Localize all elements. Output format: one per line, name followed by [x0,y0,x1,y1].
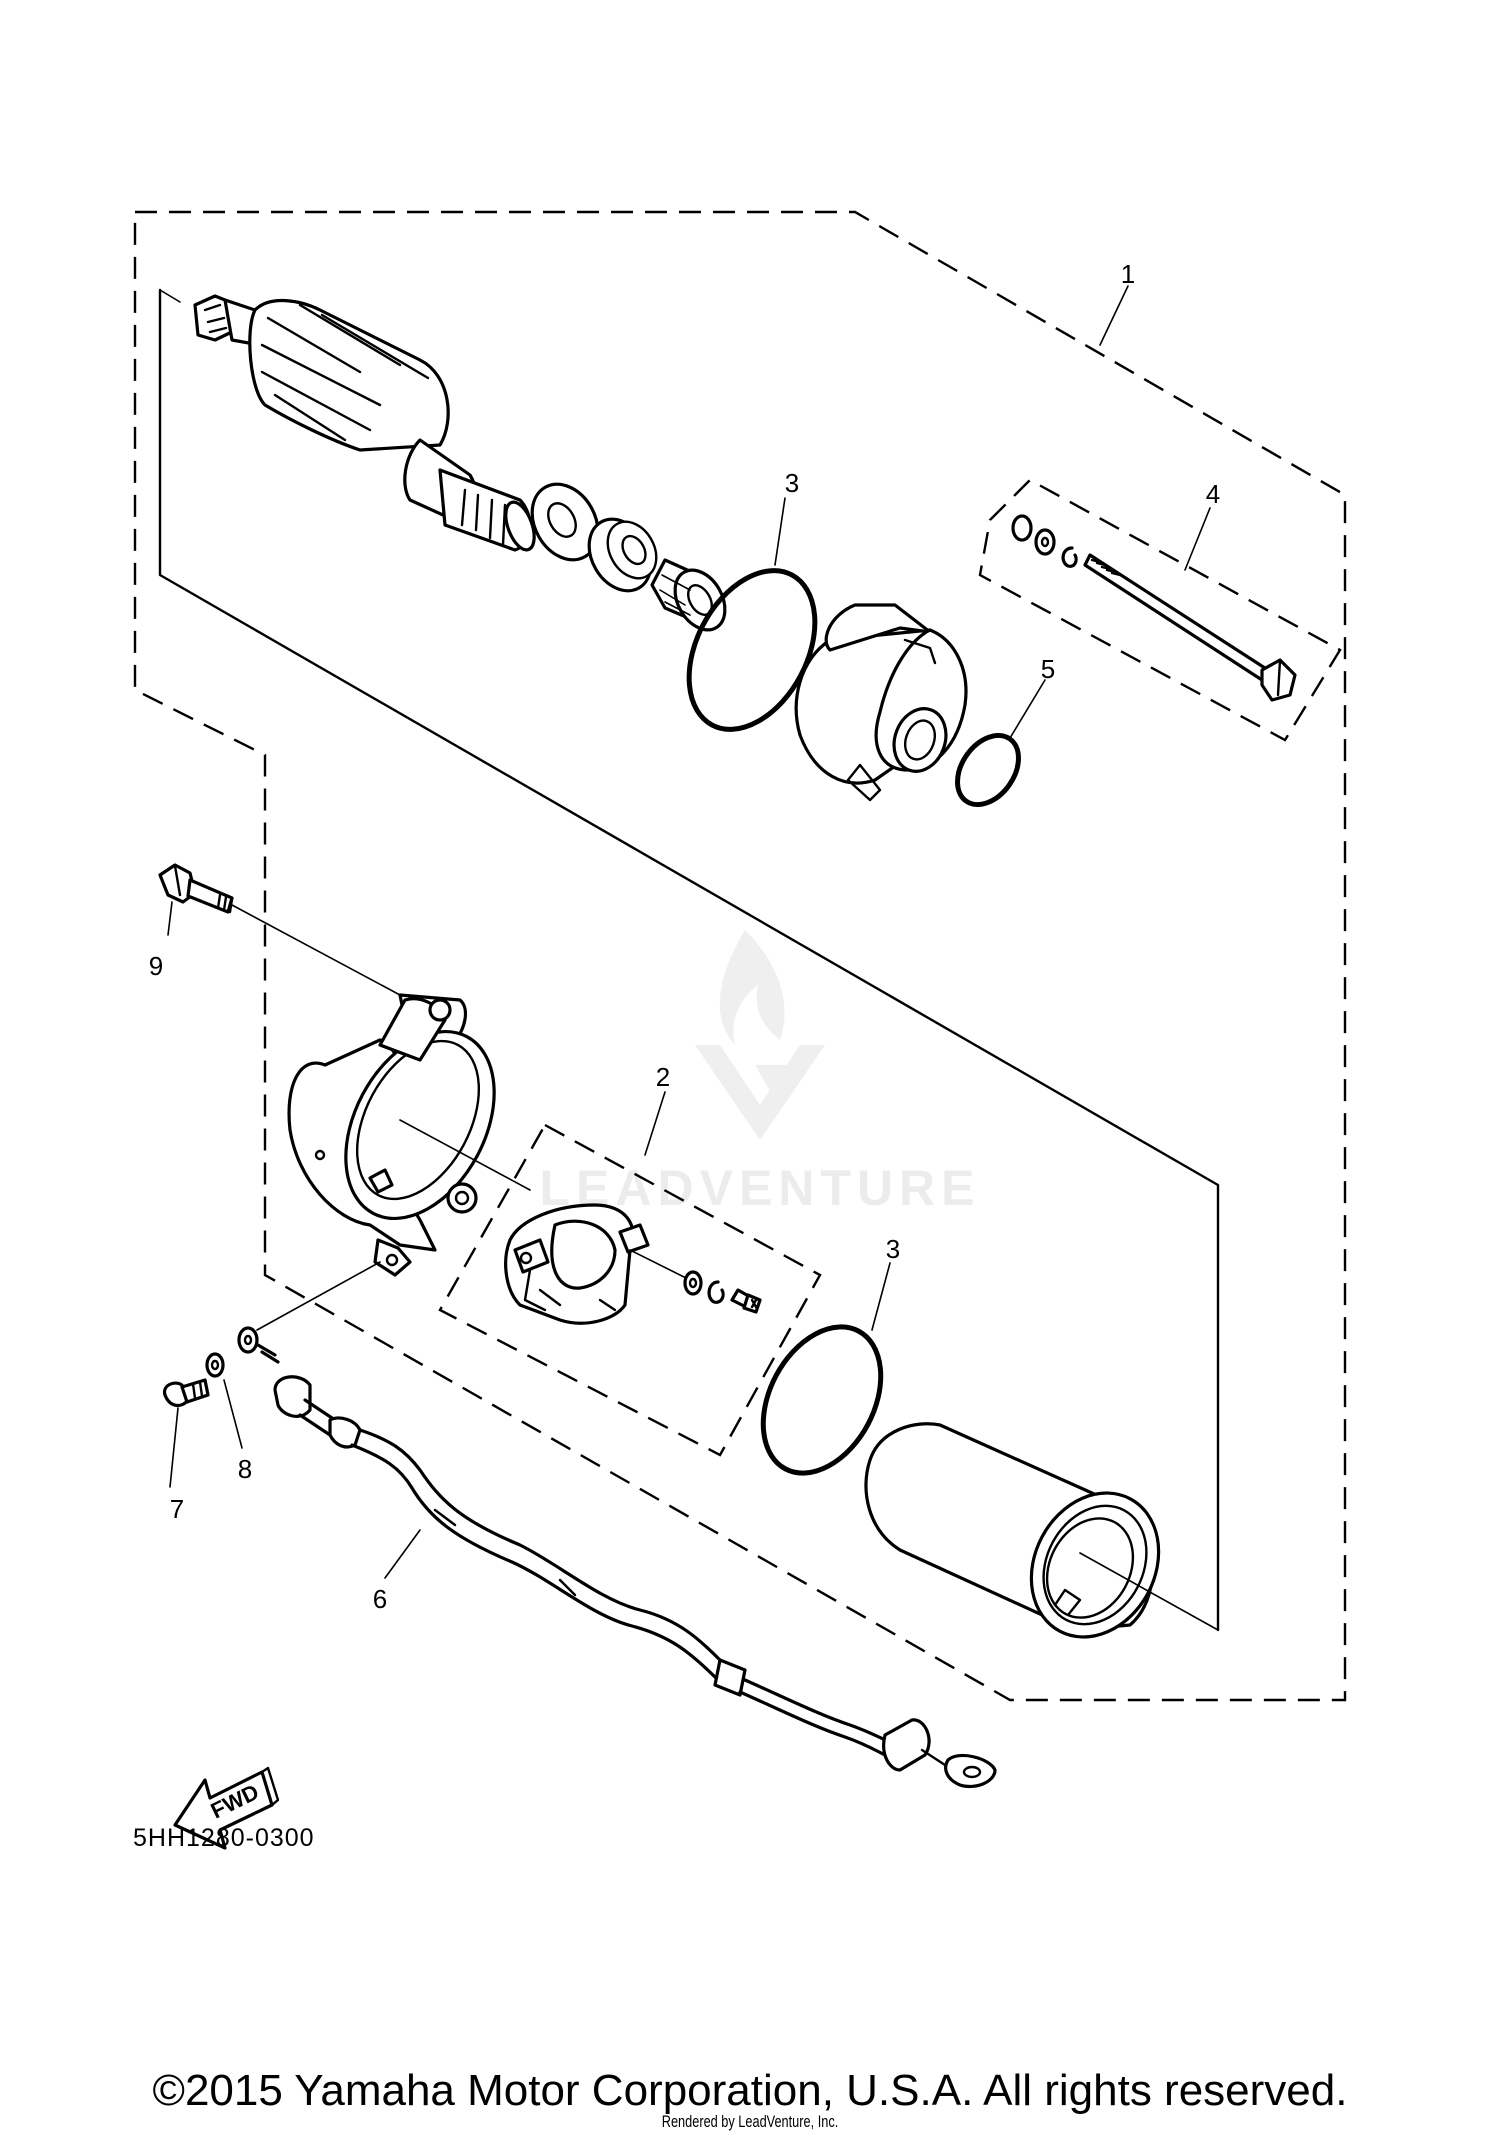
brush-holder [504,1203,691,1325]
brush-screw-set [683,1270,762,1314]
rear-housing [287,993,531,1277]
callout-5: 5 [1041,654,1055,684]
screw-7 [162,1378,210,1407]
callout-6: 6 [373,1584,387,1614]
callout-7: 7 [170,1494,184,1524]
callout-8: 8 [238,1454,252,1484]
o-ring-lower [760,1324,884,1476]
callout-leaders [167,285,1211,1579]
bearing [587,517,658,593]
assembly-boundary-1 [133,210,1347,1702]
needle-bearing [650,558,727,632]
bolt-9 [158,863,401,996]
fwd-arrow-icon: FWD [173,1766,280,1850]
group-boundary-4 [978,478,1342,742]
copyright-notice: ©2015 Yamaha Motor Corporation, U.S.A. A… [152,2066,1348,2115]
lead-wire-6 [237,1261,997,1789]
diagram-code: 5HH1280-0300 [133,1824,315,1852]
assembly-plane-lines [158,288,1220,1632]
callout-3-lower: 3 [886,1234,900,1264]
end-cover [794,603,968,802]
o-ring-5 [955,732,1021,808]
callout-3-upper: 3 [785,468,799,498]
rendered-by-notice: Rendered by LeadVenture, Inc. [661,2112,839,2131]
callout-4: 4 [1206,479,1220,509]
callout-2: 2 [656,1062,670,1092]
leadventure-watermark: LEADVENTURE [539,930,975,1216]
washers-group-4 [1011,514,1078,568]
washer [530,482,600,562]
washer-8 [205,1352,225,1378]
callout-1: 1 [1121,259,1135,289]
through-bolt [1083,553,1297,702]
callout-9: 9 [149,951,163,981]
yoke [864,1422,1219,1639]
armature [193,294,536,552]
group-boundary-2 [438,1123,822,1457]
